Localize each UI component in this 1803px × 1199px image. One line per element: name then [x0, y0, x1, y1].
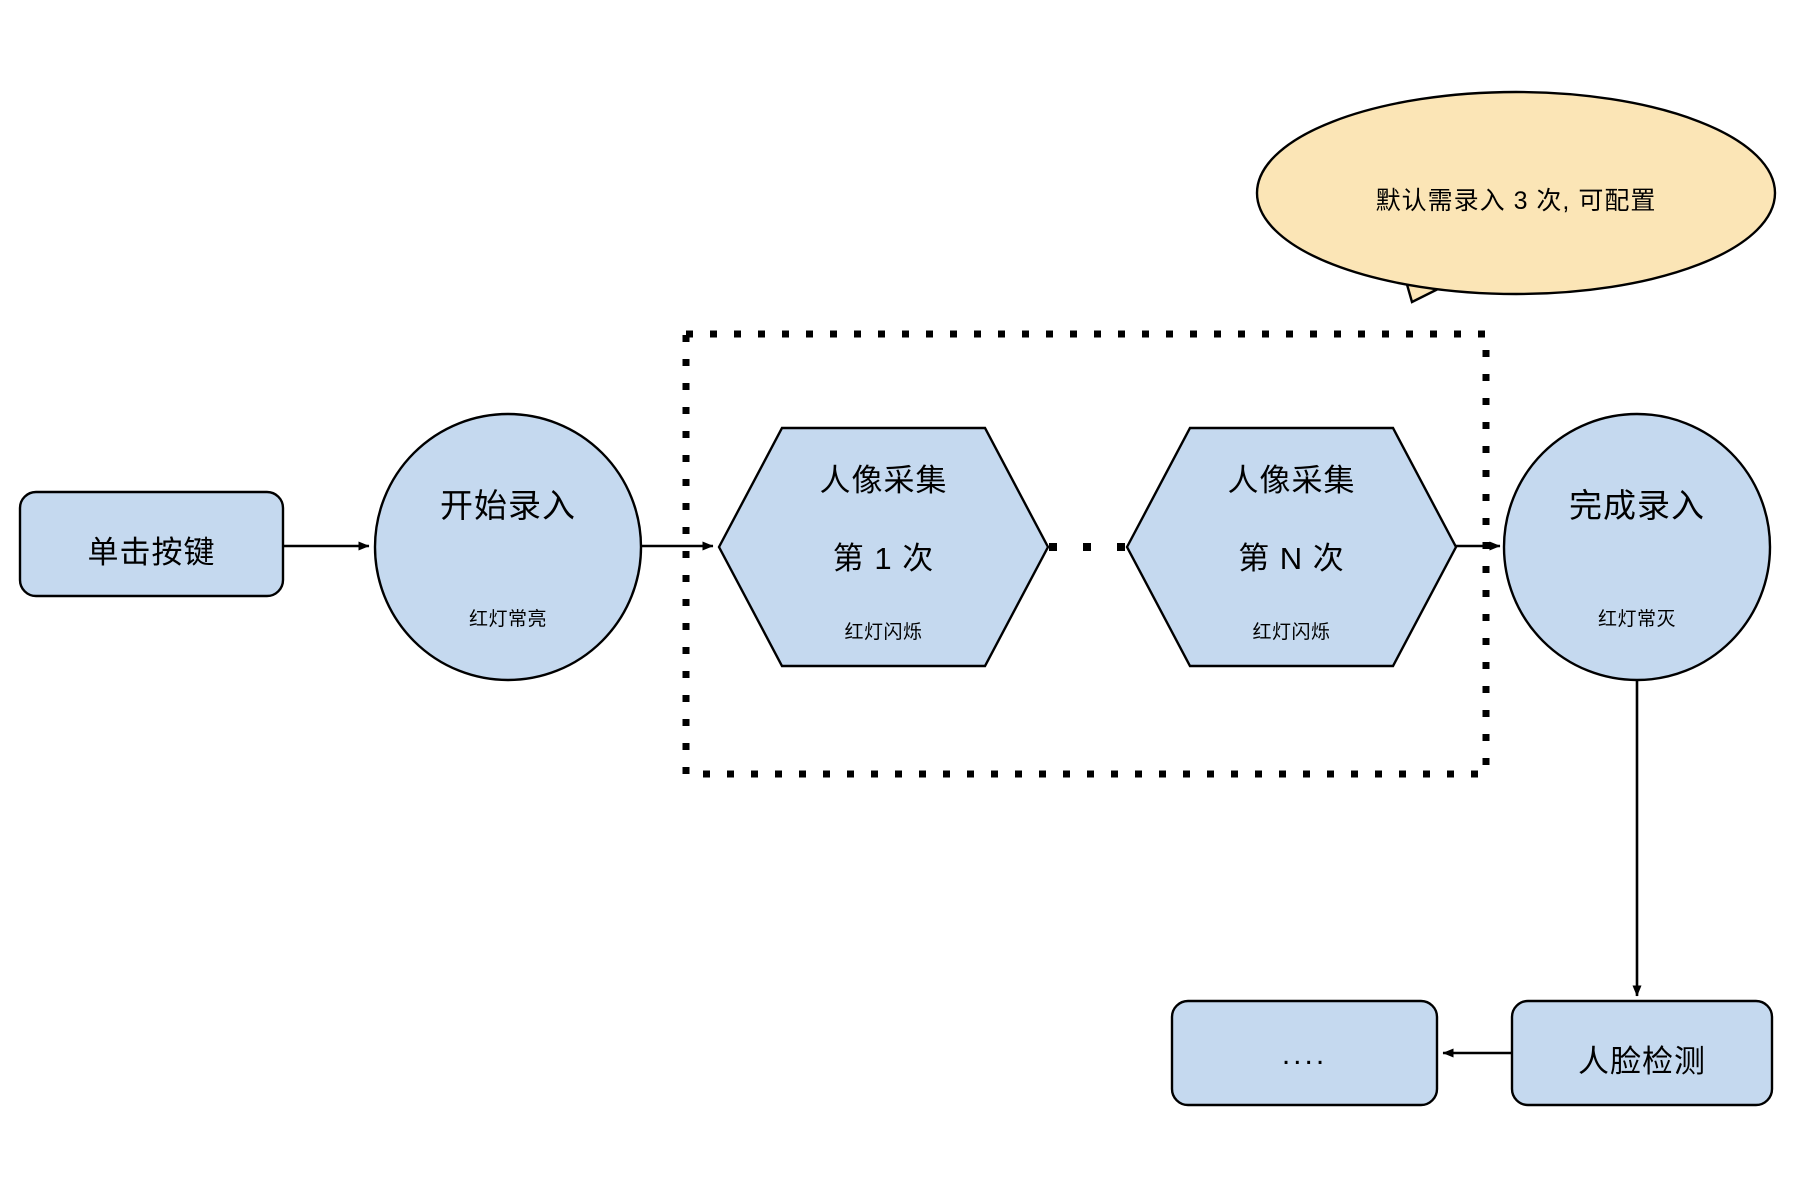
- node-face-detect-shape[interactable]: [1510, 999, 1774, 1107]
- callout-bubble: [1255, 90, 1777, 296]
- node-capture-first-shape[interactable]: [717, 426, 1050, 668]
- repeat-group-boundary: [682, 330, 1490, 778]
- node-start-enroll-shape[interactable]: [373, 412, 643, 682]
- node-more-steps-shape[interactable]: [1170, 999, 1439, 1107]
- node-capture-nth-shape[interactable]: [1125, 426, 1458, 668]
- node-finish-enroll-shape[interactable]: [1502, 412, 1772, 682]
- node-click-button-shape[interactable]: [18, 490, 285, 598]
